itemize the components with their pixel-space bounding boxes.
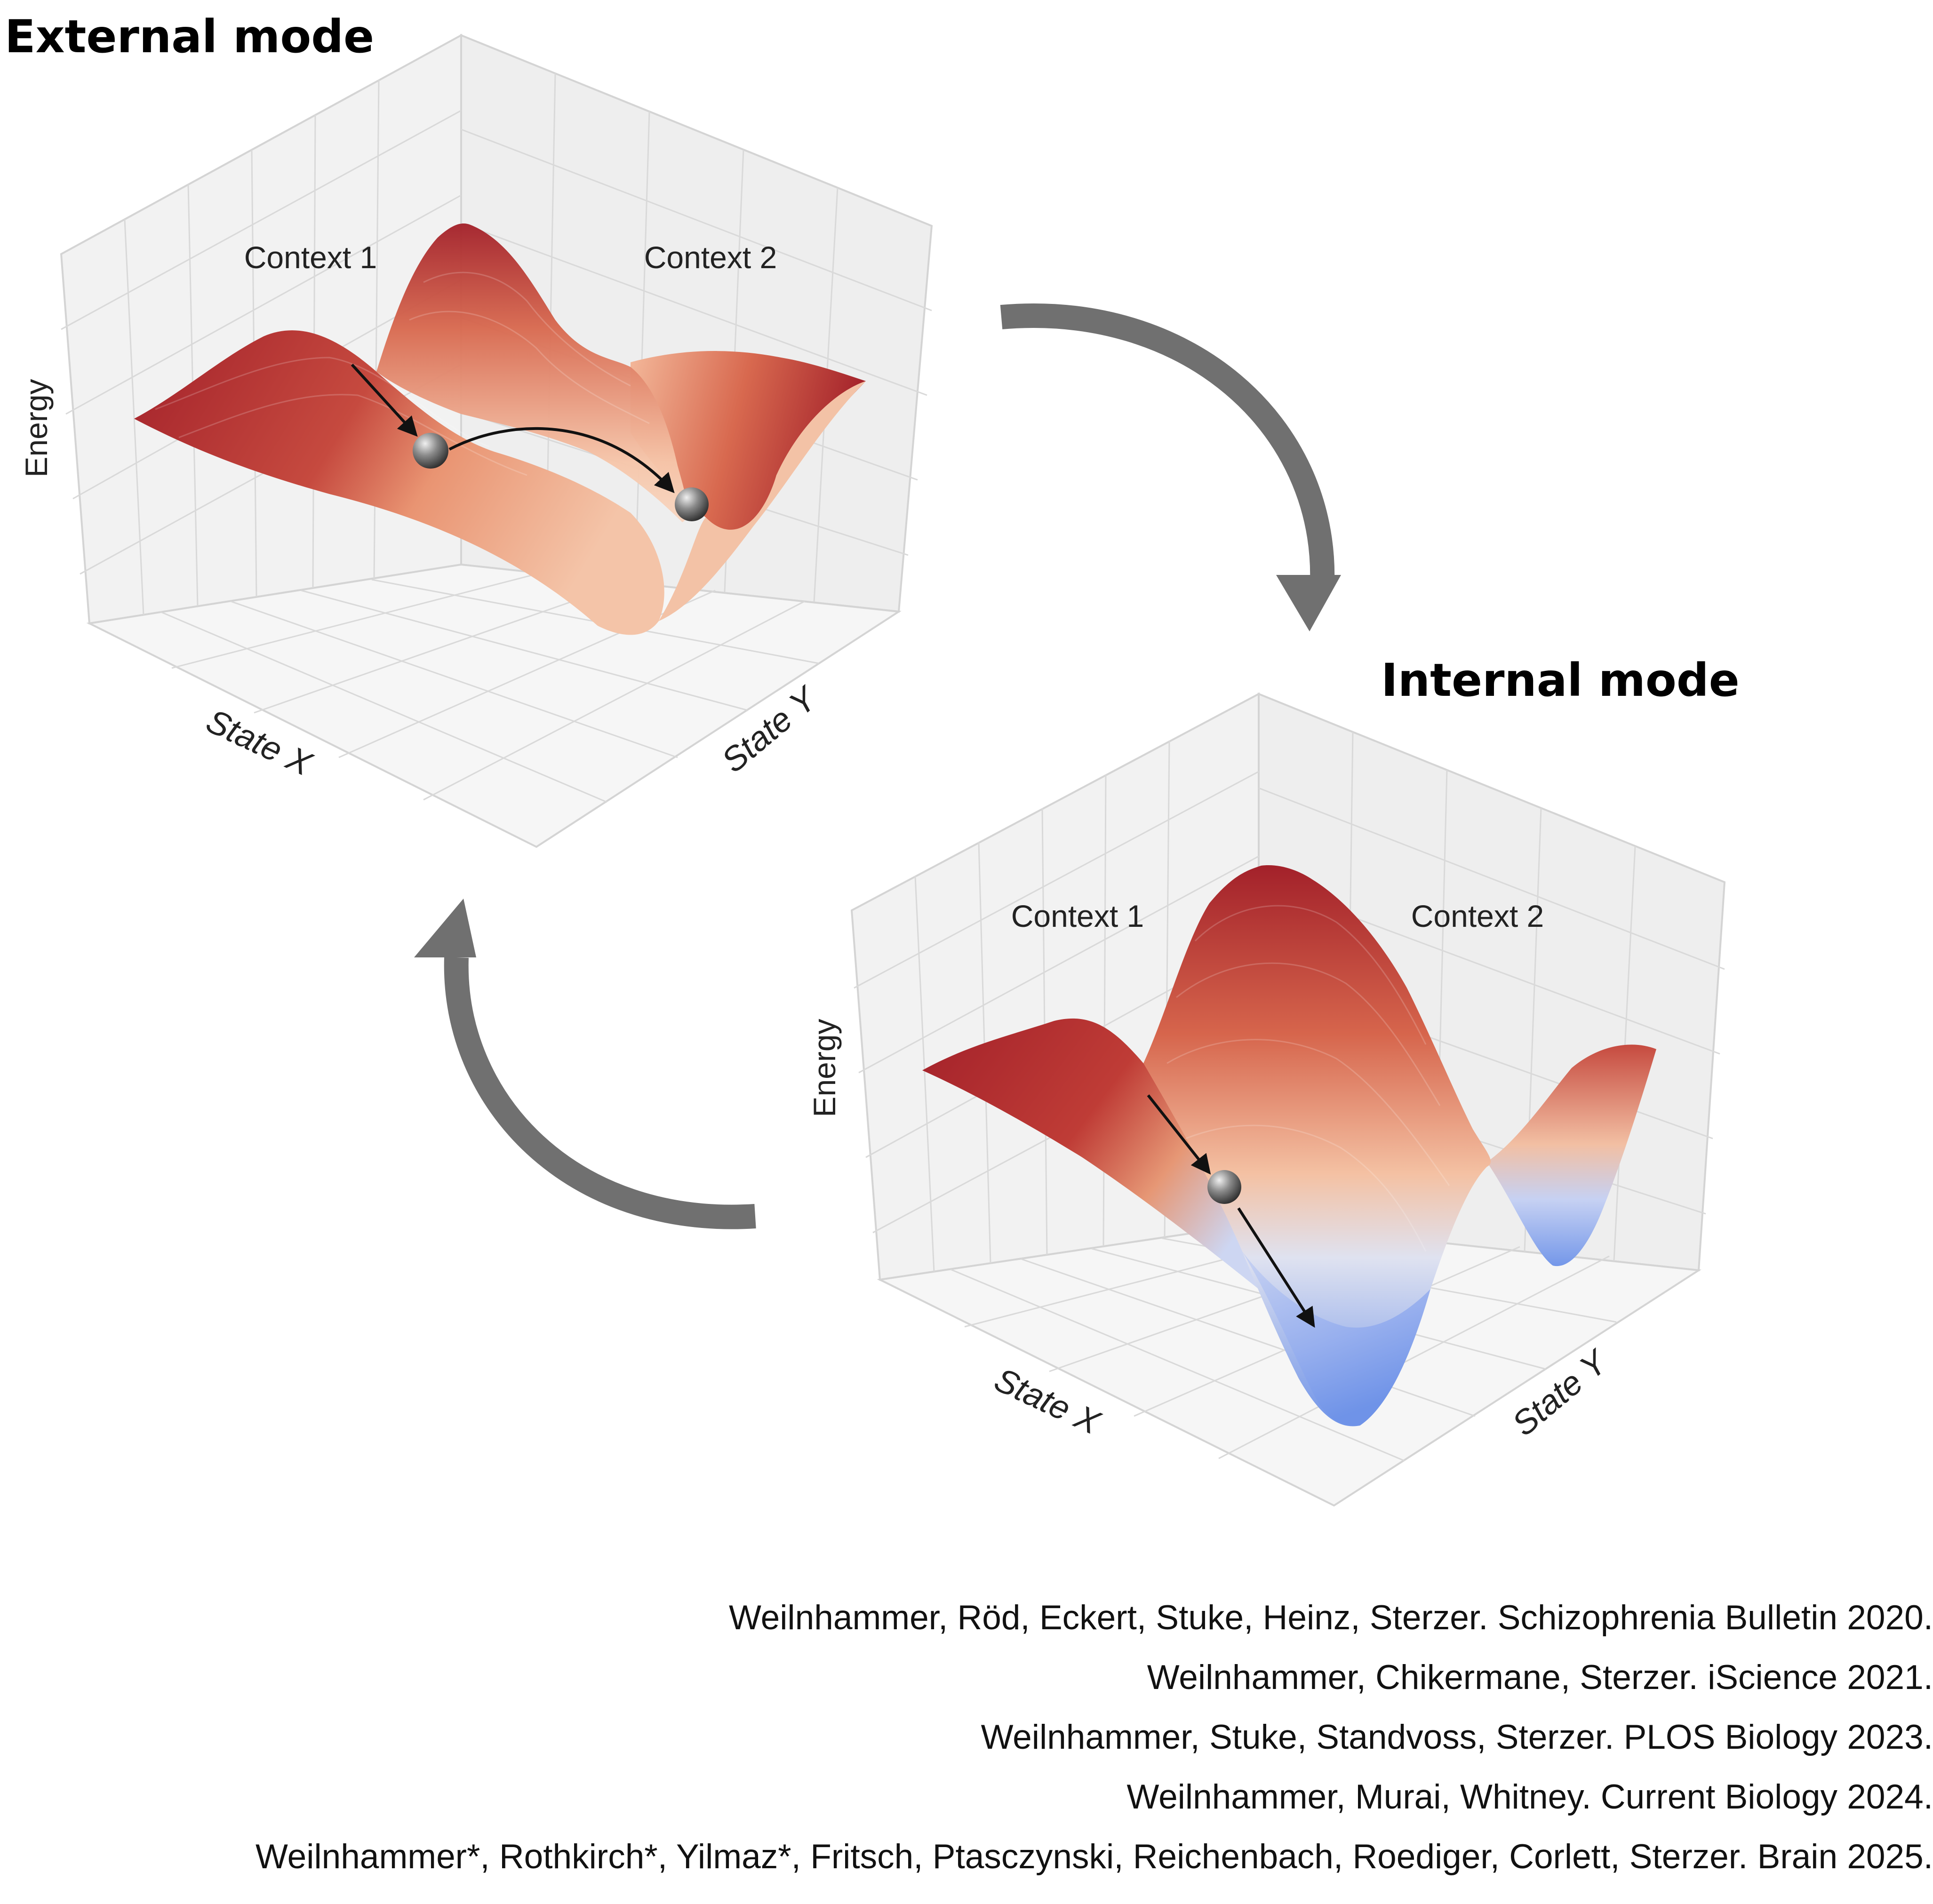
- external-state-ball-1: [413, 433, 448, 469]
- internal-descent-arrow-2: [1237, 1207, 1315, 1328]
- external-transition-arrow: [448, 427, 675, 494]
- reference-item: Weilnhammer, Röd, Eckert, Stuke, Heinz, …: [729, 1599, 1933, 1637]
- external-descent-arrow: [351, 363, 418, 437]
- external-landscape-panel: Context 1 Context 2 Energy State X State…: [19, 33, 933, 848]
- external-context-2-label: Context 2: [644, 240, 777, 275]
- external-energy-axis-label: Energy: [19, 379, 54, 477]
- internal-context-1-label: Context 1: [1011, 899, 1144, 933]
- external-mode-title: External mode: [5, 10, 375, 63]
- cycle-arrow-to-internal-head: [1276, 575, 1341, 631]
- reference-item: Weilnhammer*, Rothkirch*, Yilmaz*, Frits…: [256, 1838, 1933, 1876]
- external-context-1-label: Context 1: [244, 240, 377, 275]
- external-energy-surface: [134, 223, 866, 635]
- internal-mode-title: Internal mode: [1381, 654, 1740, 707]
- internal-energy-surface: [922, 865, 1656, 1426]
- reference-item: Weilnhammer, Stuke, Standvoss, Sterzer. …: [981, 1718, 1933, 1756]
- cycle-arrow-to-internal: [1000, 303, 1341, 631]
- internal-descent-arrow-1: [1147, 1094, 1211, 1175]
- cycle-arrow-to-external: [414, 899, 756, 1229]
- internal-landscape-panel: Context 1 Context 2 Energy State X State…: [807, 692, 1726, 1507]
- cycle-arrow-to-external-head: [414, 899, 476, 957]
- external-path-arrows: [351, 363, 675, 494]
- internal-energy-axis-label: Energy: [807, 1019, 842, 1117]
- internal-path-arrows: [1147, 1094, 1315, 1328]
- reference-item: Weilnhammer, Murai, Whitney. Current Bio…: [1126, 1778, 1933, 1816]
- external-state-ball-2: [675, 487, 709, 521]
- reference-item: Weilnhammer, Chikermane, Sterzer. iScien…: [1147, 1658, 1933, 1697]
- internal-state-ball: [1207, 1170, 1241, 1204]
- references-list: Weilnhammer, Röd, Eckert, Stuke, Heinz, …: [0, 1588, 1933, 1887]
- internal-context-2-label: Context 2: [1411, 899, 1544, 933]
